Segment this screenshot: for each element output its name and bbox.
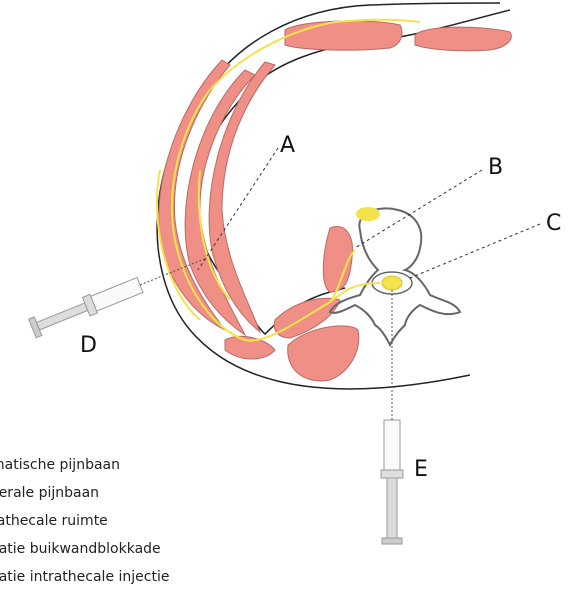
label-a: A: [280, 133, 295, 158]
syringe-e: [381, 420, 403, 544]
spinal-cord: [382, 276, 402, 290]
muscle-top-right: [415, 27, 511, 51]
label-b: B: [488, 155, 503, 180]
legend-item: rathecale ruimte: [0, 511, 169, 539]
label-e: E: [414, 457, 428, 482]
legend: matische pijnbaan cerale pijnbaan rathec…: [0, 455, 169, 595]
legend-item: catie intrathecale injectie: [0, 567, 169, 595]
leader-c: [410, 224, 540, 278]
body-inner-contour: [195, 10, 510, 334]
label-d: D: [80, 333, 97, 358]
label-c: C: [546, 211, 561, 236]
aorta-yellow: [356, 207, 380, 221]
legend-item: cerale pijnbaan: [0, 483, 169, 511]
legend-item: matische pijnbaan: [0, 455, 169, 483]
legend-item: catie buikwandblokkade: [0, 539, 169, 567]
muscle-rectus-top: [285, 21, 402, 50]
